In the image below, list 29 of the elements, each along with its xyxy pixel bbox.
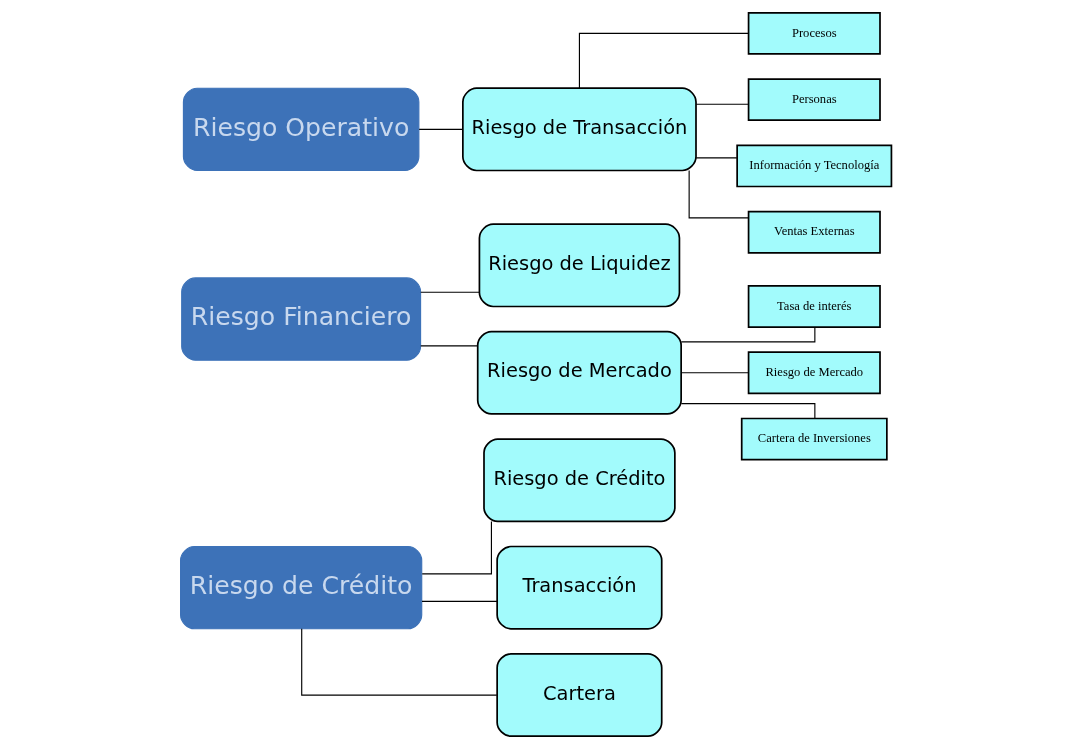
node-box: Riesgo de Transacción bbox=[461, 87, 697, 172]
connector bbox=[419, 345, 478, 347]
connector bbox=[419, 291, 480, 293]
connector bbox=[695, 157, 737, 159]
connector bbox=[680, 372, 749, 374]
node-box: Riesgo de Mercado bbox=[476, 330, 682, 415]
node-box: Cartera bbox=[495, 653, 663, 738]
connector bbox=[421, 521, 492, 575]
node-box: Procesos bbox=[747, 11, 881, 55]
node-box: Personas bbox=[747, 78, 881, 122]
connector bbox=[578, 32, 749, 89]
node-box: Riesgo Financiero bbox=[180, 277, 421, 361]
node-box: Transacción bbox=[495, 545, 663, 630]
connector bbox=[300, 628, 497, 696]
connector bbox=[680, 326, 815, 343]
node-box: Riesgo de Mercado bbox=[747, 351, 881, 395]
node-box: Riesgo de Crédito bbox=[482, 438, 676, 523]
connector bbox=[418, 128, 463, 130]
node-box: Riesgo Operativo bbox=[182, 87, 419, 172]
node-box: Ventas Externas bbox=[747, 210, 881, 254]
connector bbox=[695, 103, 749, 105]
node-box: Información y Tecnología bbox=[735, 144, 892, 188]
node-box: Tasa de interés bbox=[747, 285, 881, 328]
node-box: Riesgo de Crédito bbox=[179, 545, 422, 630]
connector bbox=[688, 169, 749, 219]
connector bbox=[680, 403, 815, 420]
connector bbox=[420, 600, 498, 602]
node-box: Cartera de Inversiones bbox=[740, 417, 888, 461]
node-box: Riesgo de Liquidez bbox=[478, 223, 680, 308]
